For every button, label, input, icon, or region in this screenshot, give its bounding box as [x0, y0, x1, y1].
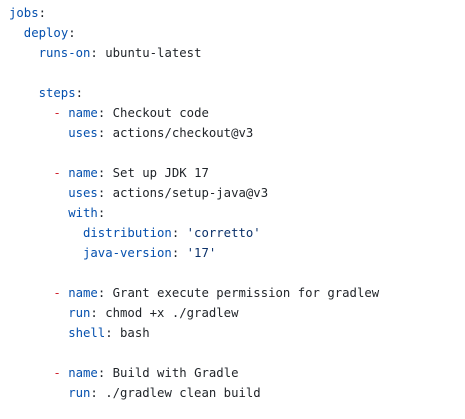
yaml-value: actions/setup-java@v3 [112, 186, 269, 200]
yaml-colon: : [90, 306, 98, 320]
yaml-colon: : [97, 106, 106, 120]
yaml-colon: : [105, 326, 113, 340]
code-line: distribution: 'corretto' [83, 223, 261, 243]
code-line: jobs: [9, 3, 46, 23]
code-line: run: chmod +x ./gradlew [68, 303, 238, 323]
yaml-key: uses [68, 186, 98, 200]
yaml-colon: : [97, 206, 106, 220]
code-line: steps: [39, 83, 83, 103]
yaml-key: run [68, 306, 91, 320]
list-dash: - [53, 366, 69, 380]
code-line: shell: bash [68, 323, 149, 343]
yaml-value: bash [120, 326, 150, 340]
yaml-colon: : [38, 6, 47, 20]
yaml-colon: : [97, 186, 106, 200]
yaml-value: chmod +x ./gradlew [105, 306, 239, 320]
list-dash: - [53, 166, 69, 180]
list-dash: - [53, 106, 69, 120]
yaml-colon: : [90, 386, 98, 400]
code-line: - name: Set up JDK 17 [53, 163, 209, 183]
code-line: uses: actions/setup-java@v3 [68, 183, 268, 203]
yaml-value: ubuntu-latest [105, 46, 202, 60]
yaml-value: Grant execute permission for gradlew [112, 286, 380, 300]
yaml-colon: : [90, 46, 98, 60]
yaml-colon: : [171, 226, 180, 240]
yaml-colon: : [97, 366, 106, 380]
yaml-colon: : [97, 166, 106, 180]
code-line: - name: Grant execute permission for gra… [53, 283, 379, 303]
yaml-key: shell [68, 326, 106, 340]
code-line: java-version: '17' [83, 243, 216, 263]
yaml-colon: : [97, 126, 106, 140]
yaml-value: Build with Gradle [112, 366, 239, 380]
yaml-key: distribution [83, 226, 172, 240]
yaml-colon: : [171, 246, 180, 260]
yaml-key: runs-on [38, 46, 91, 60]
yaml-value: 'corretto' [186, 226, 261, 240]
yaml-key: name [68, 166, 98, 180]
code-line: deploy: [24, 23, 76, 43]
yaml-value: actions/checkout@v3 [112, 126, 254, 140]
yaml-key: uses [68, 126, 98, 140]
code-line: run: ./gradlew clean build [68, 383, 261, 403]
yaml-colon: : [68, 26, 76, 40]
yaml-key: jobs [9, 6, 39, 20]
yaml-value: Set up JDK 17 [112, 166, 209, 180]
yaml-key: name [68, 286, 98, 300]
yaml-key: with [68, 206, 98, 220]
yaml-colon: : [97, 286, 106, 300]
yaml-value: ./gradlew clean build [105, 386, 261, 400]
yaml-value: Checkout code [112, 106, 209, 120]
code-line: with: [68, 203, 105, 223]
yaml-key: name [68, 106, 98, 120]
code-line: runs-on: ubuntu-latest [39, 43, 202, 63]
list-dash: - [53, 286, 69, 300]
code-line: uses: actions/checkout@v3 [68, 123, 253, 143]
yaml-colon: : [75, 86, 84, 100]
yaml-key: deploy [23, 26, 69, 40]
code-line: - name: Checkout code [53, 103, 209, 123]
code-line: - name: Build with Gradle [53, 363, 238, 383]
yaml-key: run [68, 386, 91, 400]
yaml-key: steps [38, 86, 76, 100]
yaml-key: java-version [83, 246, 172, 260]
yaml-key: name [68, 366, 98, 380]
yaml-value: '17' [186, 246, 217, 260]
